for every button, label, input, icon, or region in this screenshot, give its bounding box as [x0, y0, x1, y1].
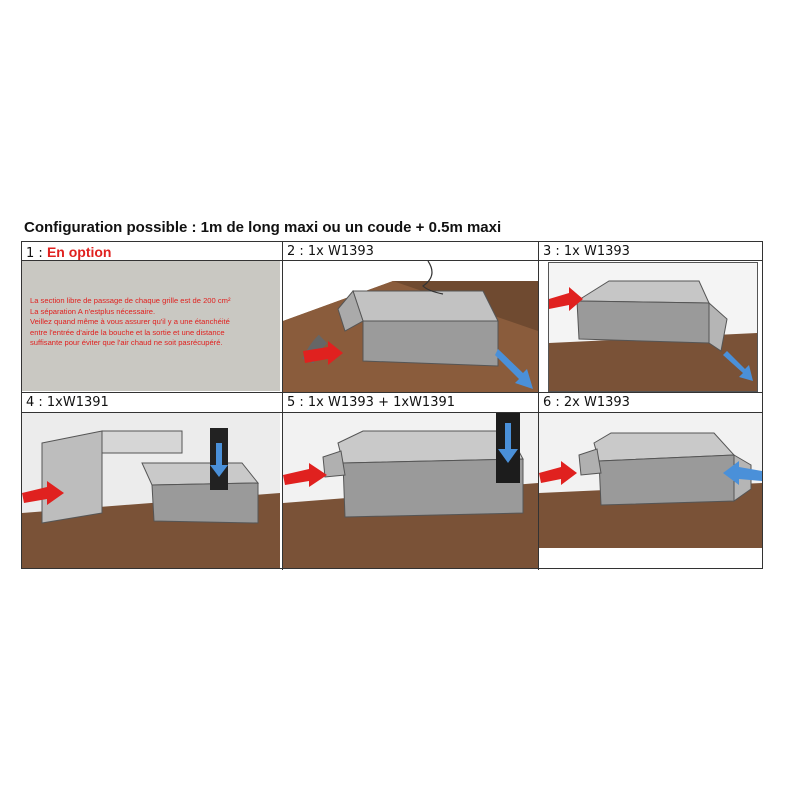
note-line: Veillez quand même à vous assurer qu'il … — [30, 317, 230, 327]
product-illustration — [548, 262, 758, 392]
product-illustration — [22, 413, 280, 568]
product-illustration — [283, 261, 538, 392]
cell-header: 3 : 1x W1393 — [543, 244, 630, 259]
config-cell-2: 2 : 1x W1393 — [283, 242, 538, 392]
configuration-table: 1 : En option La section libre de passag… — [21, 241, 763, 570]
product-illustration — [539, 413, 762, 548]
note-line: entre l'entrée d'airde la bouche et la s… — [30, 327, 225, 337]
product-illustration — [283, 413, 538, 568]
cell-header: 5 : 1x W1393 + 1xW1391 — [287, 395, 456, 410]
note-panel — [22, 261, 280, 391]
note-line: La séparation A n'estplus nécessaire. — [30, 306, 156, 316]
divider — [22, 412, 762, 413]
config-cell-6: 6 : 2x W1393 — [539, 393, 762, 569]
config-cell-5: 5 : 1x W1393 + 1xW1391 — [283, 393, 538, 569]
divider — [22, 392, 762, 393]
divider — [538, 242, 539, 570]
cell-header: 2 : 1x W1393 — [287, 244, 374, 259]
config-cell-4: 4 : 1xW1391 — [22, 393, 282, 569]
option-label: En option — [46, 244, 112, 260]
divider — [22, 260, 762, 261]
note-line: La section libre de passage de chaque gr… — [30, 296, 231, 305]
cell-number: 1 : — [26, 246, 43, 261]
page-title: Configuration possible : 1m de long maxi… — [24, 219, 502, 236]
config-cell-1: 1 : En option La section libre de passag… — [22, 242, 282, 392]
installation-note: La section libre de passage de chaque gr… — [30, 296, 280, 349]
note-line: suffisante pour éviter que l'air chaud n… — [30, 338, 223, 348]
cell-header: 6 : 2x W1393 — [543, 395, 630, 410]
config-cell-3: 3 : 1x W1393 — [539, 242, 762, 392]
divider — [282, 242, 283, 570]
cell-header: 4 : 1xW1391 — [26, 395, 109, 410]
cell-header: 1 : En option — [26, 244, 111, 261]
